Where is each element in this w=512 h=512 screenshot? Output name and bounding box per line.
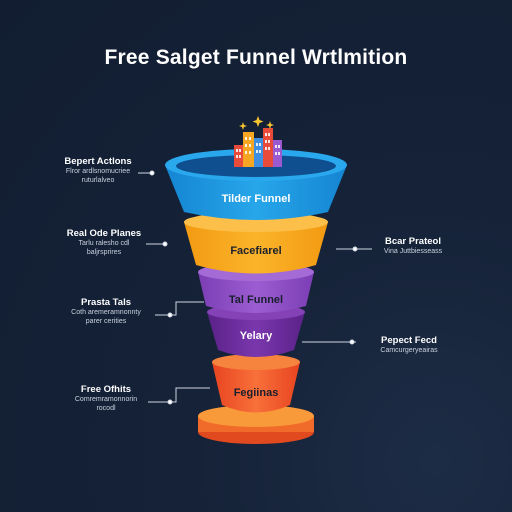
annotation-heading: Real Ode Planes: [66, 228, 142, 239]
annotation-left-3: Prasta Tals Coth aremeramnonnty parer ce…: [46, 297, 166, 326]
annotation-text: Flror ardlsnomucriee: [65, 168, 131, 175]
stage-label-1: Tilder Funnel: [221, 193, 291, 205]
annotation-text: Tarlu ralesho cdl: [78, 240, 130, 247]
annotation-heading: Pepect Fecd: [381, 335, 437, 346]
funnel-base: [198, 405, 314, 444]
annotation-left-1: Bepert Actlons Flror ardlsnomucriee rutu…: [38, 156, 158, 185]
annotation-text: Vina Juttbiesseass: [383, 248, 443, 255]
page-title: Free Salget Funnel Wrtlmition: [104, 46, 408, 69]
connector-lines: [138, 170, 372, 405]
annotation-left-2: Real Ode Planes Tarlu ralesho cdl baljrs…: [44, 228, 164, 257]
annotation-heading: Prasta Tals: [81, 297, 131, 308]
stage-label-3: Tal Funnel: [228, 294, 284, 306]
annotation-heading: Bcar Prateol: [385, 236, 441, 247]
annotation-right-1: Bcar Prateol Vina Juttbiesseass: [353, 236, 473, 256]
annotation-text: rocodl: [96, 405, 116, 412]
stage-label-4: Yelary: [239, 330, 273, 342]
stage-label-2: Facefiarel: [230, 245, 282, 257]
annotation-text: Comremramonnorin: [74, 396, 138, 403]
annotation-right-2: Pepect Fecd Camcurgeryeairas: [349, 335, 469, 355]
stage-label-5: Fegiinas: [233, 387, 279, 399]
annotation-text: Camcurgeryeairas: [380, 347, 438, 354]
annotation-text: baljrsprires: [86, 249, 122, 256]
annotation-text: Coth aremeramnonnty: [71, 309, 141, 316]
annotation-text: parer cerities: [85, 318, 127, 325]
annotation-left-4: Free Ofhits Comremramonnorin rocodl: [46, 384, 166, 413]
funnel-stage-5: [212, 354, 300, 413]
funnel-stage-2: [184, 212, 328, 274]
annotation-heading: Free Ofhits: [80, 384, 132, 395]
annotation-heading: Bepert Actlons: [64, 156, 132, 167]
annotation-text: ruturlalveo: [81, 177, 115, 184]
city-buildings-icon: [234, 116, 282, 167]
